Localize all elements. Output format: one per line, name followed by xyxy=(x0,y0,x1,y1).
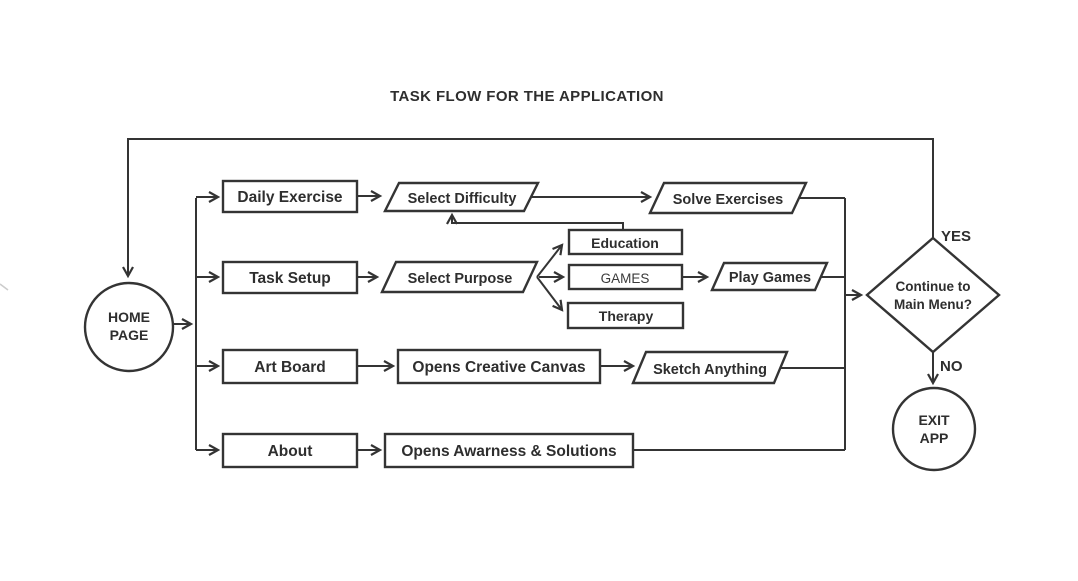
node-sketch-anything: Sketch Anything xyxy=(631,350,789,385)
task-setup-box xyxy=(221,260,359,295)
home-page-label-line2: PAGE xyxy=(110,327,149,343)
play-games-label: Play Games xyxy=(729,270,811,286)
exit-app-label-line2: APP xyxy=(920,430,949,446)
solve-exercises-label: Solve Exercises xyxy=(673,192,783,208)
education-box xyxy=(567,228,684,256)
node-solve-exercises: Solve Exercises xyxy=(648,181,808,215)
node-therapy: Therapy xyxy=(566,301,685,330)
solve-exercises-parallelogram xyxy=(648,181,808,215)
node-opens-creative-canvas: Opens Creative Canvas xyxy=(396,348,602,385)
daily-exercise-box xyxy=(221,179,359,214)
home-page-label-line1: HOME xyxy=(108,309,150,325)
art-board-label: Art Board xyxy=(254,359,325,376)
art-board-box xyxy=(221,348,359,385)
continue-main-menu-line1: Continue to xyxy=(896,279,971,294)
therapy-box xyxy=(566,301,685,330)
sketch-anything-label: Sketch Anything xyxy=(653,362,767,378)
home-page-circle xyxy=(83,281,175,373)
node-games: GAMES xyxy=(567,263,684,291)
edge-education-feedback-to-difficulty xyxy=(446,212,624,230)
node-exit-app: EXIT APP xyxy=(891,386,977,472)
exit-app-label-line1: EXIT xyxy=(918,412,950,428)
yes-edge-label: YES xyxy=(941,228,971,245)
edge-purpose-to-education xyxy=(536,243,564,278)
node-select-difficulty: Select Difficulty xyxy=(383,181,540,213)
select-purpose-label: Select Purpose xyxy=(408,271,513,287)
node-play-games: Play Games xyxy=(710,261,829,292)
node-daily-exercise: Daily Exercise xyxy=(221,179,359,214)
edge-yes-loop xyxy=(122,138,934,279)
node-education: Education xyxy=(567,228,684,256)
exit-app-circle xyxy=(891,386,977,472)
node-task-setup: Task Setup xyxy=(221,260,359,295)
node-continue-main-menu: Continue to Main Menu? xyxy=(865,236,1001,354)
opens-awarness-solutions-label: Opens Awarness & Solutions xyxy=(401,443,616,460)
node-home-page: HOME PAGE xyxy=(83,281,175,373)
node-select-purpose: Select Purpose xyxy=(380,260,539,294)
node-art-board: Art Board xyxy=(221,348,359,385)
node-opens-awarness-solutions: Opens Awarness & Solutions xyxy=(383,432,635,469)
games-label: GAMES xyxy=(601,271,650,286)
edge-artifact-mark xyxy=(0,283,9,291)
opens-awarness-solutions-box xyxy=(383,432,635,469)
select-purpose-parallelogram xyxy=(380,260,539,294)
opens-creative-canvas-label: Opens Creative Canvas xyxy=(412,359,585,376)
diagram-title: TASK FLOW FOR THE APPLICATION xyxy=(390,88,664,105)
continue-main-menu-line2: Main Menu? xyxy=(894,297,972,312)
select-difficulty-label: Select Difficulty xyxy=(408,191,517,207)
no-edge-label: NO xyxy=(940,358,963,375)
continue-main-menu-diamond xyxy=(865,236,1001,354)
play-games-parallelogram xyxy=(710,261,829,292)
about-box xyxy=(221,432,359,469)
opens-creative-canvas-box xyxy=(396,348,602,385)
sketch-anything-parallelogram xyxy=(631,350,789,385)
education-label: Education xyxy=(591,235,659,251)
connector-lines xyxy=(122,138,939,456)
therapy-label: Therapy xyxy=(599,308,654,324)
task-setup-label: Task Setup xyxy=(249,270,331,287)
select-difficulty-parallelogram xyxy=(383,181,540,213)
edge-purpose-to-therapy xyxy=(536,276,564,312)
node-about: About xyxy=(221,432,359,469)
about-label: About xyxy=(268,443,313,460)
games-box xyxy=(567,263,684,291)
daily-exercise-label: Daily Exercise xyxy=(237,189,343,206)
